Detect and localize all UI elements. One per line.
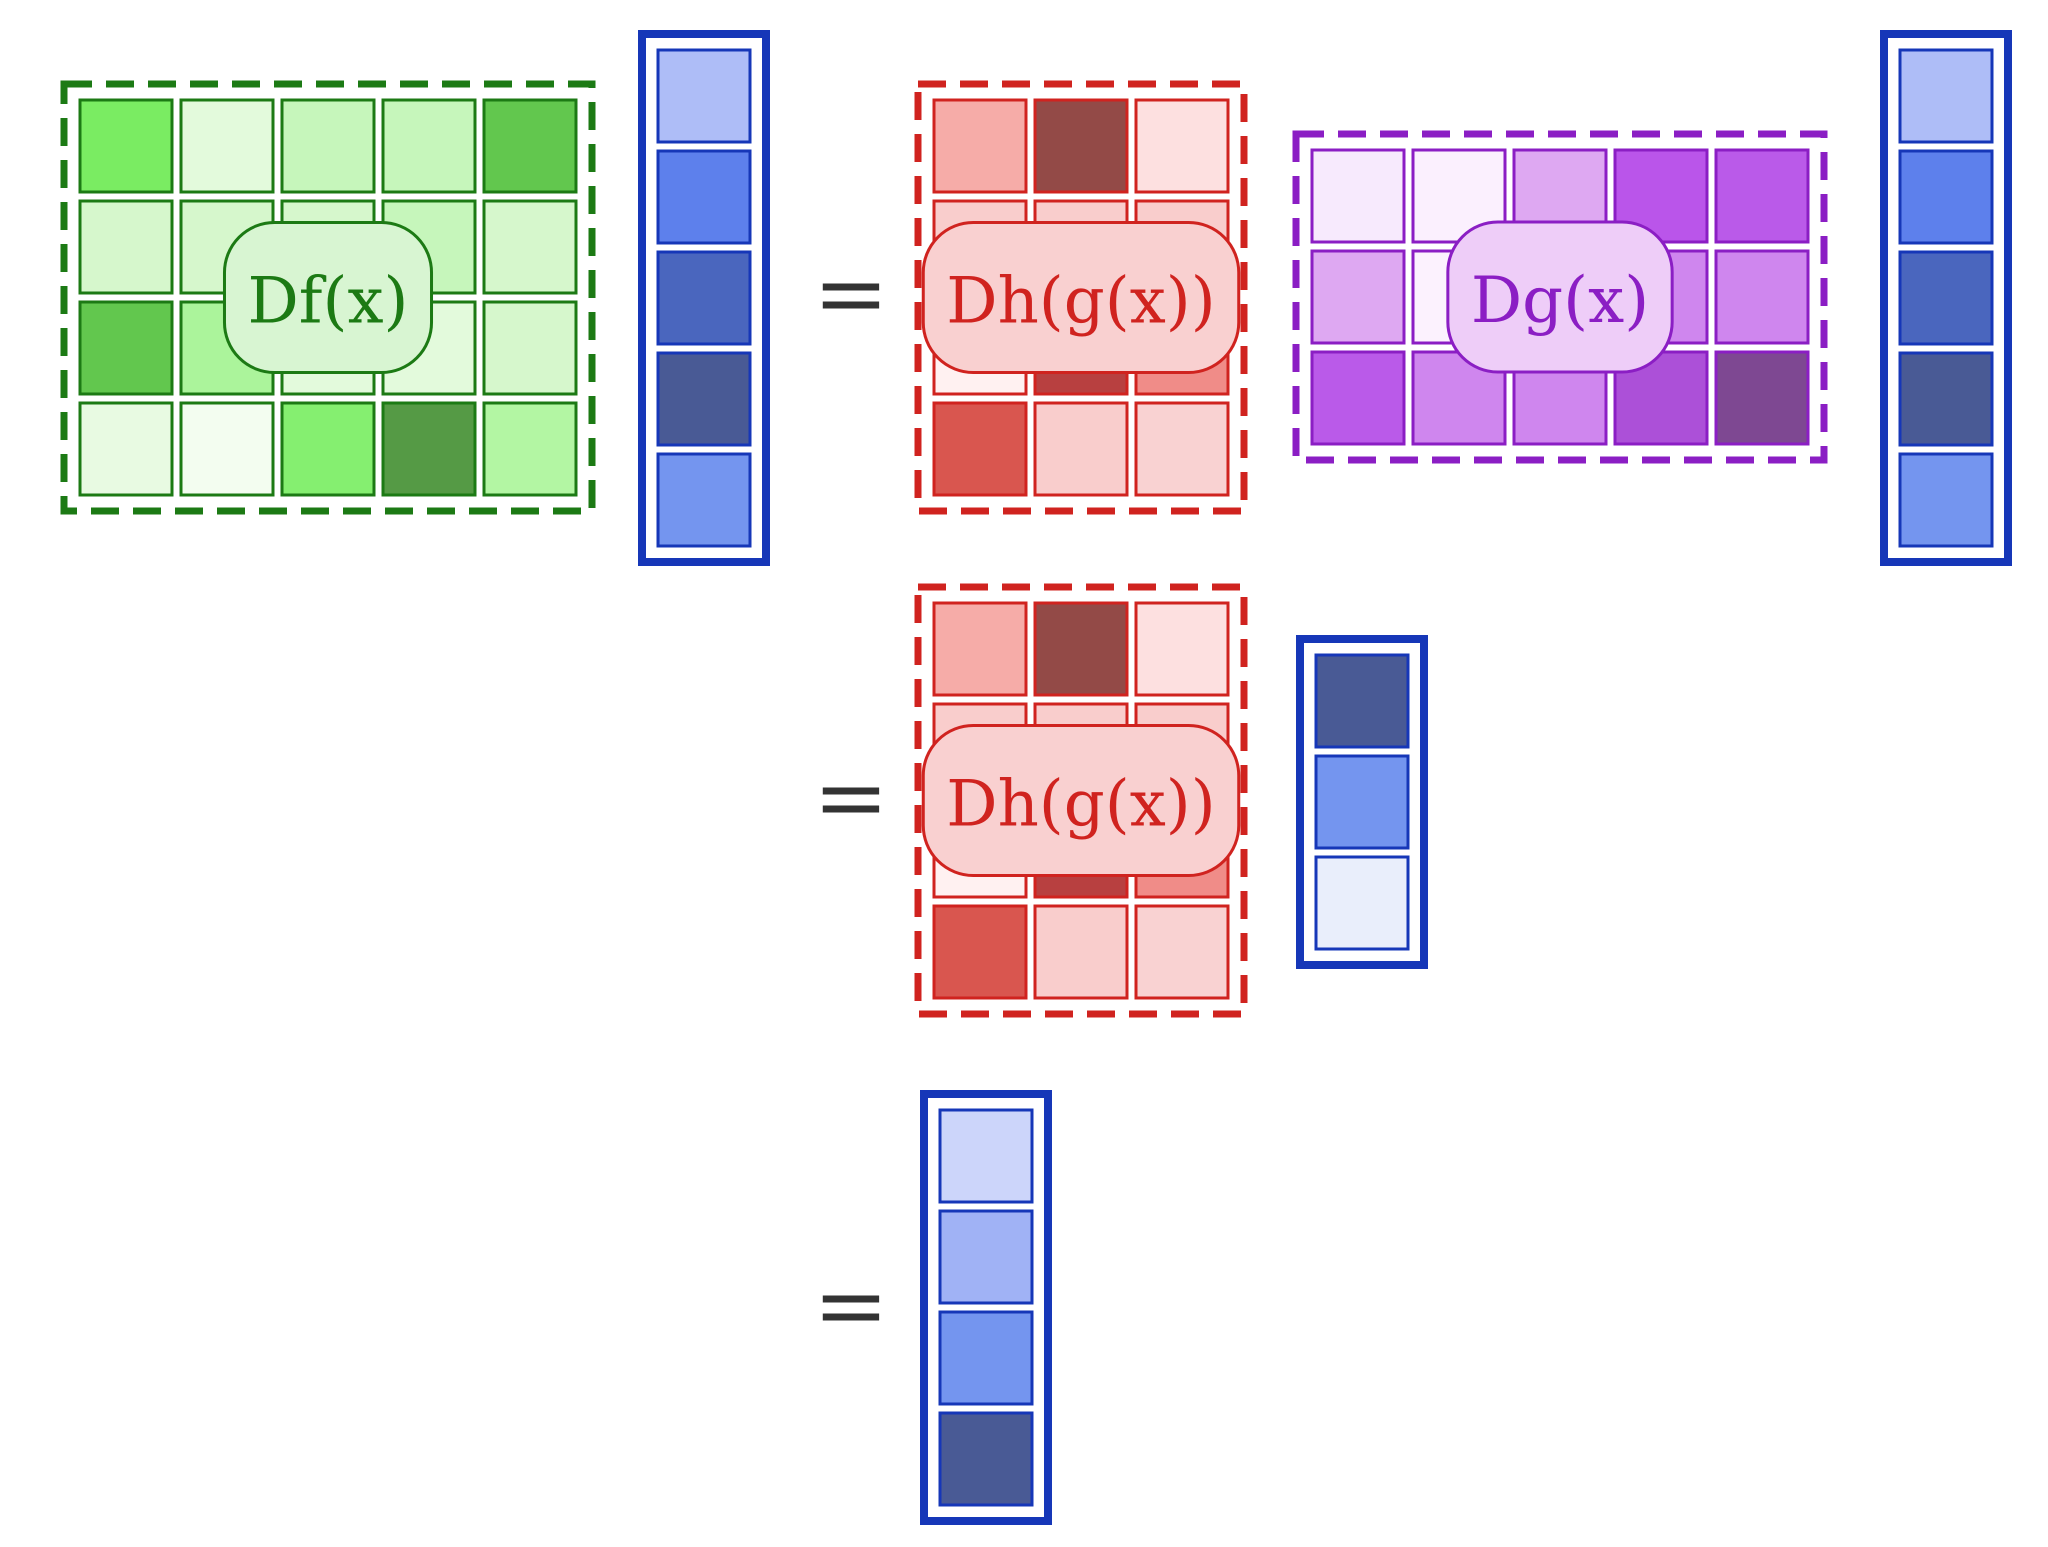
matrix-cell	[1033, 904, 1129, 1000]
vector-cell	[938, 1108, 1034, 1204]
jacobian-f-label: Df(x)	[247, 265, 408, 339]
matrix-cell	[381, 98, 477, 194]
jacobian-h-matrix: Dh(g(x))	[914, 583, 1248, 1018]
vector-cell	[1314, 855, 1410, 951]
vector-cell	[656, 452, 752, 548]
matrix-cell	[78, 98, 174, 194]
matrix-cell	[78, 300, 174, 396]
matrix-cell	[1714, 249, 1810, 345]
vector-cell	[938, 1310, 1034, 1406]
matrix-cell	[381, 401, 477, 497]
vector-cell	[1314, 754, 1410, 850]
matrix-cell	[482, 199, 578, 295]
matrix-cell	[932, 904, 1028, 1000]
matrix-cell	[1310, 350, 1406, 446]
vector-cell	[656, 250, 752, 346]
matrix-cell	[1134, 601, 1230, 697]
jacobian-h-matrix: Dh(g(x))	[914, 80, 1248, 515]
jacobian-g-label-pill	[1446, 220, 1674, 374]
jacobian-h-label-pill	[921, 221, 1241, 374]
matrix-cell	[1134, 904, 1230, 1000]
jacobian-h-label: Dh(g(x))	[946, 768, 1215, 842]
vector-cell	[1898, 250, 1994, 346]
matrix-cell	[1411, 350, 1507, 446]
matrix-cell	[482, 401, 578, 497]
vector-cell	[1898, 452, 1994, 548]
jacobian-g-label: Dg(x)	[1471, 264, 1649, 338]
vector-cell	[1898, 351, 1994, 447]
matrix-cell	[1134, 401, 1230, 497]
vector-cell	[1898, 48, 1994, 144]
jacobian-h-label-pill	[921, 724, 1241, 877]
vector-cell	[938, 1209, 1034, 1305]
result-vector	[920, 1090, 1052, 1525]
jacobian-f-label-pill	[222, 221, 434, 374]
matrix-cell	[1310, 148, 1406, 244]
vector-cell	[656, 48, 752, 144]
matrix-cell	[1033, 401, 1129, 497]
input-vector	[1880, 30, 2012, 566]
jacobian-f-matrix: Df(x)	[60, 80, 596, 515]
matrix-cell	[280, 98, 376, 194]
matrix-cell	[932, 601, 1028, 697]
vector-cell	[656, 351, 752, 447]
matrix-cell	[280, 401, 376, 497]
matrix-cell	[179, 401, 275, 497]
matrix-cell	[932, 401, 1028, 497]
matrix-cell	[179, 98, 275, 194]
matrix-cell	[1714, 148, 1810, 244]
vector-cell	[1898, 149, 1994, 245]
matrix-cell	[1033, 98, 1129, 194]
equals-sign: =	[813, 241, 888, 346]
vector-cell	[938, 1411, 1034, 1507]
matrix-cell	[78, 199, 174, 295]
vector-cell	[1314, 653, 1410, 749]
matrix-cell	[1033, 601, 1129, 697]
matrix-cell	[1310, 249, 1406, 345]
equals-sign: =	[813, 1253, 888, 1358]
jacobian-h-label: Dh(g(x))	[946, 265, 1215, 339]
matrix-cell	[1134, 98, 1230, 194]
equals-sign: =	[813, 745, 888, 850]
vector-cell	[656, 149, 752, 245]
jacobian-g-matrix: Dg(x)	[1292, 130, 1828, 464]
matrix-cell	[932, 98, 1028, 194]
matrix-cell	[482, 300, 578, 396]
matrix-cell	[78, 401, 174, 497]
matrix-cell	[1714, 350, 1810, 446]
input-vector	[638, 30, 770, 566]
intermediate-vector	[1296, 635, 1428, 969]
matrix-cell	[482, 98, 578, 194]
